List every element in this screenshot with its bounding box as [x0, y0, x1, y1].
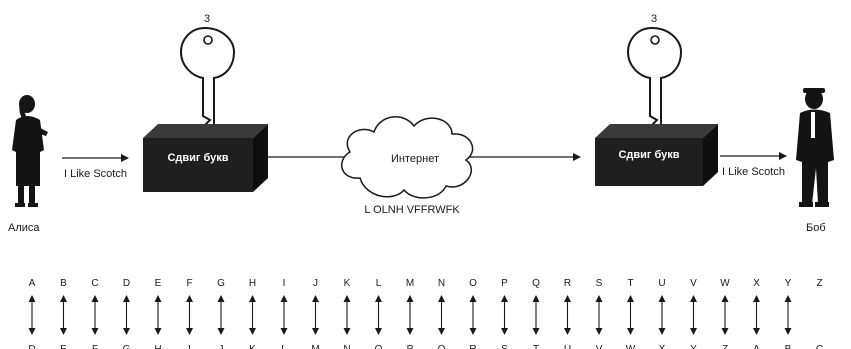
alphabet-bottom-letter: M [311, 344, 319, 349]
plaintext-out-label: I Like Scotch [722, 166, 785, 178]
alphabet-bottom-letter: L [281, 344, 287, 349]
sender-name: Алиса [8, 222, 40, 234]
alphabet-bottom-letter: Z [722, 344, 728, 349]
alphabet-top-letter: S [596, 278, 603, 289]
alice-figure-icon [12, 95, 48, 207]
alphabet-bottom-letter: F [92, 344, 98, 349]
alphabet-top-letter: J [313, 278, 318, 289]
alphabet-top-letter: Z [816, 278, 822, 289]
alphabet-top-letter: I [283, 278, 286, 289]
alphabet-bottom-letter: W [626, 344, 636, 349]
alphabet-top-letter: L [376, 278, 382, 289]
alphabet-bottom-letter: H [154, 344, 161, 349]
alphabet-bottom-letter: R [469, 344, 476, 349]
alphabet-bottom-letter: S [501, 344, 508, 349]
ciphertext-label: L OLNH VFFRWFK [364, 204, 460, 216]
alphabet-bottom-letter: U [564, 344, 571, 349]
alphabet-mapping: A D B E C F D G E H F I G J H K I L J M K N L O M P N Q O R P S Q T R U S V T W… [28, 278, 823, 349]
alphabet-top-letter: R [564, 278, 571, 289]
alphabet-top-letter: O [469, 278, 477, 289]
alphabet-bottom-letter: A [753, 344, 760, 349]
shift-box-right-label: Сдвиг букв [618, 149, 679, 161]
alphabet-bottom-letter: N [343, 344, 350, 349]
alphabet-top-letter: X [753, 278, 760, 289]
alphabet-top-letter: K [344, 278, 351, 289]
key-left-icon [179, 26, 236, 138]
alphabet-bottom-letter: B [785, 344, 792, 349]
key-right-icon [626, 26, 683, 138]
alphabet-bottom-letter: E [60, 344, 67, 349]
alphabet-top-letter: U [658, 278, 665, 289]
alphabet-top-letter: D [123, 278, 130, 289]
alphabet-bottom-letter: Q [438, 344, 446, 349]
alphabet-bottom-letter: Y [690, 344, 697, 349]
shift-box-left-label: Сдвиг букв [167, 152, 228, 164]
alphabet-top-letter: G [217, 278, 225, 289]
alphabet-bottom-letter: J [219, 344, 224, 349]
key-right-value: 3 [651, 13, 657, 25]
bob-figure-icon [796, 88, 834, 207]
alphabet-bottom-letter: X [659, 344, 666, 349]
alphabet-bottom-letter: K [249, 344, 256, 349]
alphabet-bottom-letter: P [407, 344, 414, 349]
alphabet-top-letter: E [155, 278, 162, 289]
alphabet-bottom-letter: I [188, 344, 191, 349]
key-left-value: 3 [204, 13, 210, 25]
alphabet-top-letter: Q [532, 278, 540, 289]
alphabet-top-letter: P [501, 278, 508, 289]
internet-cloud-icon [340, 116, 474, 199]
cloud-label: Интернет [391, 153, 439, 165]
alphabet-top-letter: N [438, 278, 445, 289]
alphabet-top-letter: A [29, 278, 36, 289]
alphabet-top-letter: M [406, 278, 414, 289]
plaintext-in-label: I Like Scotch [64, 168, 127, 180]
alphabet-top-letter: C [91, 278, 98, 289]
alphabet-top-letter: V [690, 278, 697, 289]
alphabet-top-letter: F [186, 278, 192, 289]
alphabet-top-letter: Y [785, 278, 792, 289]
alphabet-bottom-letter: G [123, 344, 131, 349]
shift-box-left [143, 124, 268, 192]
alphabet-top-letter: T [627, 278, 633, 289]
alphabet-bottom-letter: C [816, 344, 823, 349]
alphabet-top-letter: H [249, 278, 256, 289]
alphabet-bottom-letter: V [596, 344, 603, 349]
alphabet-bottom-letter: T [533, 344, 539, 349]
shift-box-right [595, 124, 718, 186]
receiver-name: Боб [806, 222, 826, 234]
alphabet-bottom-letter: O [375, 344, 383, 349]
alphabet-top-letter: B [60, 278, 67, 289]
alphabet-bottom-letter: D [28, 344, 35, 349]
alphabet-top-letter: W [720, 278, 730, 289]
